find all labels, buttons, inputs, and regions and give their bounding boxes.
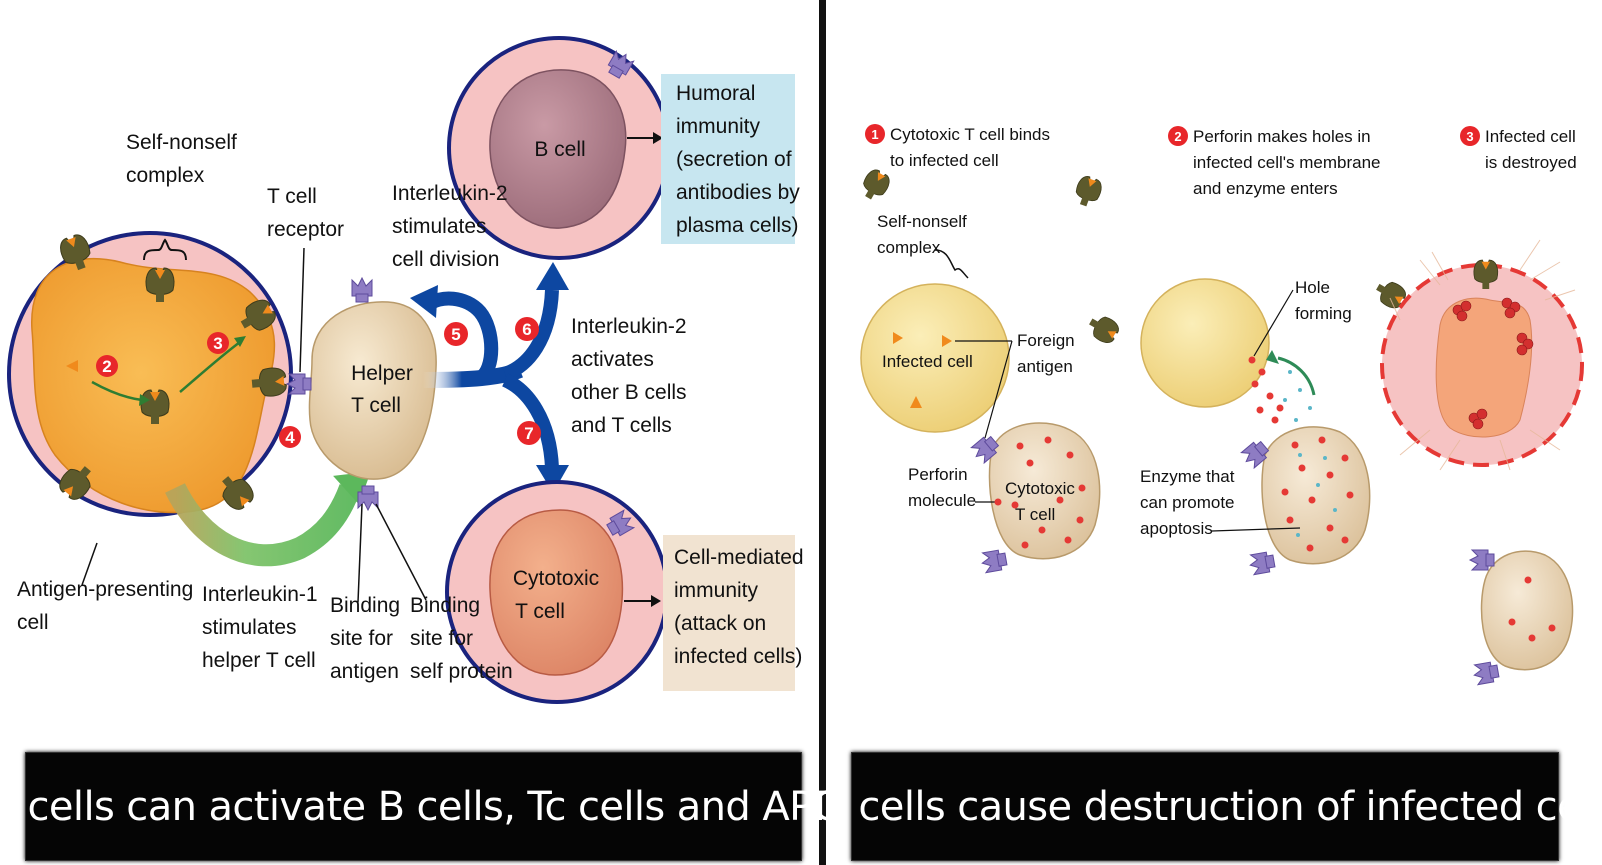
destroyed-cell: [1380, 239, 1584, 471]
hole-forming-label: Hole forming: [1295, 278, 1352, 323]
humoral-box: [661, 74, 795, 244]
il2-activates-label: Interleukin-2 activates other B cells an…: [571, 315, 692, 437]
svg-text:6: 6: [522, 320, 531, 339]
svg-text:1: 1: [871, 127, 878, 142]
left-panel: 2 3 4: [7, 36, 809, 704]
infected-cell-1: Infected cell: [857, 166, 1123, 433]
enzyme-label: Enzyme that can promote apoptosis: [1140, 467, 1239, 538]
cytotoxic-label-line2: T cell: [515, 600, 565, 623]
interleukin-1-arrow: [165, 482, 361, 567]
cytotoxic-r-line2: T cell: [1015, 505, 1055, 524]
b-cell-label: B cell: [534, 138, 585, 161]
apc-leader: [81, 542, 98, 586]
panel-divider: [819, 0, 826, 865]
antigen-presenting-cell: [7, 231, 293, 517]
step-6-badge: 6: [515, 317, 539, 341]
cytotoxic-label-line1: Cytotoxic: [513, 567, 599, 590]
tcr-leader: [299, 247, 305, 373]
step-5-badge: 5: [444, 322, 468, 346]
helper-label-line2: T cell: [351, 394, 401, 417]
svg-text:3: 3: [213, 334, 222, 353]
foreign-antigen-label: Foreign antigen: [1017, 331, 1079, 376]
step-3-badge: 3: [207, 332, 229, 354]
il2-division-label: Interleukin-2 stimulates cell division: [392, 182, 513, 271]
perforin-molecules: [1248, 350, 1316, 424]
humoral-label: Humoral immunity (secretion of antibodie…: [676, 82, 806, 237]
step-7-badge: 7: [517, 421, 541, 445]
cytotoxic-t-cell: Cytotoxic T cell: [445, 480, 669, 704]
self-nonself-r-label: Self-nonself complex: [877, 212, 972, 257]
infected-cell-2: [1071, 173, 1410, 408]
self-nonself-brace: [143, 238, 187, 261]
svg-text:2: 2: [1174, 129, 1181, 144]
infected-cell-label: Infected cell: [882, 352, 973, 371]
left-caption: Th cells can activate B cells, Tc cells …: [0, 752, 861, 861]
cytotoxic-t-cell-3: [1469, 549, 1574, 686]
right-caption: Tc cells cause destruction of infected c…: [808, 752, 1602, 861]
il1-label: Interleukin-1 stimulates helper T cell: [202, 583, 323, 672]
b-cell: B cell: [447, 36, 671, 260]
binding-antigen-label: Binding site for antigen: [330, 594, 406, 683]
helper-label-line1: Helper: [351, 362, 413, 385]
humoral-arrow: [627, 132, 663, 144]
svg-text:4: 4: [285, 428, 295, 447]
svg-text:5: 5: [451, 325, 460, 344]
cytotoxic-t-cell-2: [1239, 426, 1371, 576]
apc-label: Antigen-presenting cell: [17, 578, 199, 634]
binding-self-leader: [375, 503, 427, 601]
svg-text:2: 2: [102, 357, 111, 376]
t-cell-receptor-label: T cell receptor: [267, 185, 344, 241]
blue-arrows: [410, 262, 569, 493]
perforin-label: Perforin molecule: [908, 465, 976, 510]
helper-t-cell: [286, 277, 437, 511]
cell-mediated-box: [663, 535, 795, 691]
cell-mediated-label: Cell-mediated immunity (attack on infect…: [674, 546, 809, 668]
self-nonself-label: Self-nonself complex: [126, 131, 243, 187]
binding-antigen-leader: [357, 503, 363, 603]
svg-text:7: 7: [524, 424, 533, 443]
binding-self-label: Binding site for self protein: [410, 594, 513, 683]
cell-mediated-arrow: [624, 595, 661, 607]
svg-text:3: 3: [1466, 129, 1473, 144]
step-4-badge: 4: [279, 426, 301, 448]
cytotoxic-r-line1: Cytotoxic: [1005, 479, 1075, 498]
step-2-badge: 2: [96, 355, 118, 377]
cytotoxic-t-cell-1: Cytotoxic T cell: [969, 422, 1101, 574]
